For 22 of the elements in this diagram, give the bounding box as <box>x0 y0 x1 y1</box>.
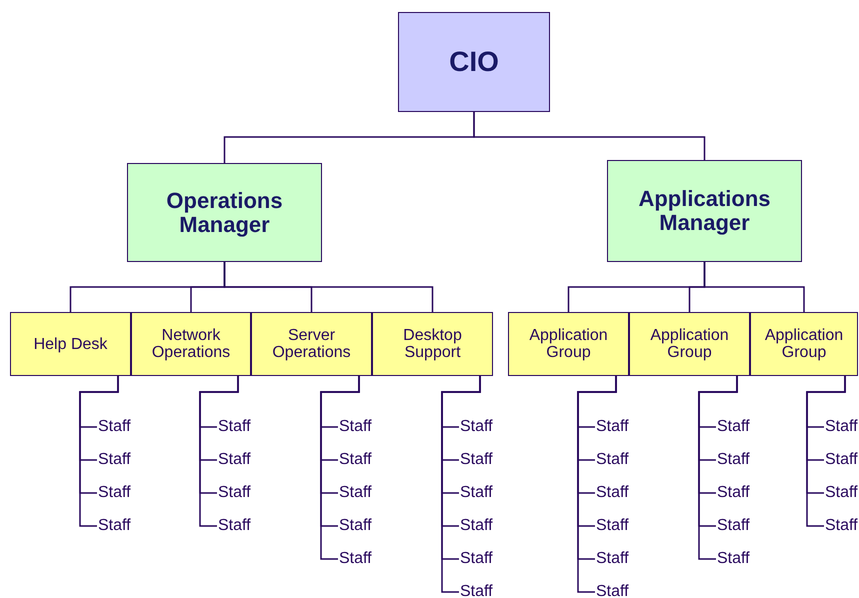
manager-box: Applications Manager <box>607 160 802 262</box>
staff-label: Staff <box>459 581 494 598</box>
connector-line <box>577 376 617 593</box>
connector-line <box>806 376 846 527</box>
connector-line <box>320 376 360 560</box>
staff-label: Staff <box>595 581 630 598</box>
department-box: Application Group <box>629 312 750 376</box>
connector-line <box>199 376 239 527</box>
department-box: Application Group <box>508 312 629 376</box>
connector-line <box>224 262 434 312</box>
department-box: Server Operations <box>251 312 372 376</box>
connector-line <box>441 376 481 593</box>
manager-box: Operations Manager <box>127 163 322 262</box>
department-box: Network Operations <box>131 312 251 376</box>
connector-line <box>704 262 805 312</box>
department-box: Help Desk <box>10 312 131 376</box>
department-box: Desktop Support <box>372 312 493 376</box>
connector-line <box>473 112 706 160</box>
executive-box: CIO <box>398 12 550 112</box>
connector-line <box>79 376 119 527</box>
connector-line <box>698 376 738 560</box>
department-box: Application Group <box>750 312 858 376</box>
